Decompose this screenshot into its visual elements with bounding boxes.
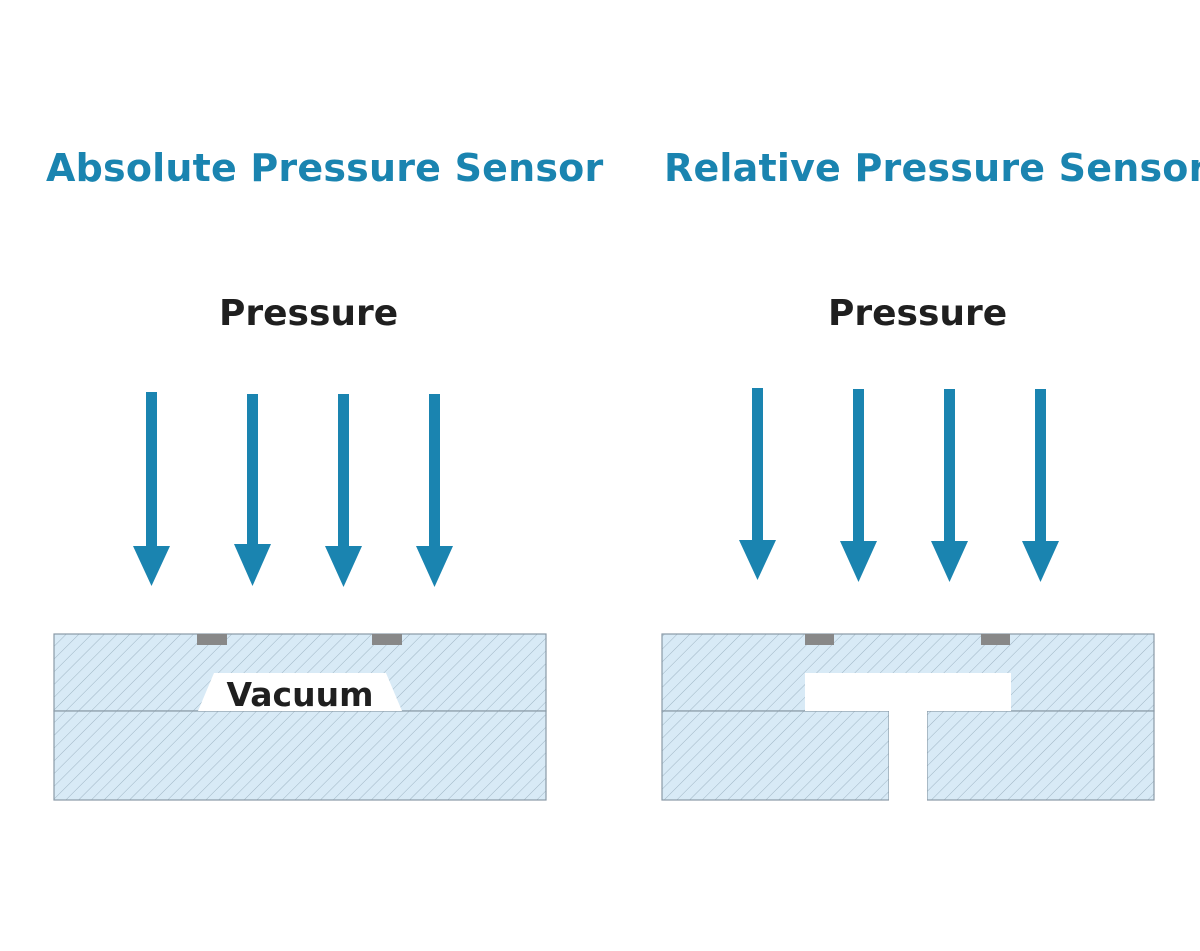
absolute-bottom-layer <box>53 710 547 801</box>
absolute-sensor-body: Vacuum <box>53 633 547 801</box>
absolute-sensor-title: Absolute Pressure Sensor <box>46 146 604 190</box>
sensing-element <box>805 634 834 645</box>
arrow-down-icon <box>739 388 776 580</box>
vacuum-cavity <box>198 673 402 711</box>
arrow-down-icon <box>931 389 968 582</box>
arrow-down-icon <box>133 392 170 586</box>
relative-pressure-label: Pressure <box>828 293 1008 334</box>
sensing-element <box>197 634 227 645</box>
absolute-pressure-arrows <box>133 392 453 587</box>
arrow-down-icon <box>234 394 271 586</box>
arrow-down-icon <box>416 394 453 587</box>
arrow-down-icon <box>840 389 877 582</box>
relative-cavity <box>805 673 1011 711</box>
vacuum-label: Vacuum <box>227 675 374 714</box>
relative-pressure-arrows <box>739 388 1059 582</box>
relative-vent-channel <box>889 709 927 801</box>
sensing-element <box>981 634 1010 645</box>
absolute-pressure-label: Pressure <box>219 293 399 334</box>
arrow-down-icon <box>1022 389 1059 582</box>
sensing-element <box>372 634 402 645</box>
relative-bottom-right-block <box>926 710 1155 801</box>
arrow-down-icon <box>325 394 362 587</box>
relative-sensor-body <box>661 633 1155 801</box>
relative-bottom-left-block <box>661 710 890 801</box>
relative-sensor-title: Relative Pressure Sensor <box>664 146 1200 190</box>
